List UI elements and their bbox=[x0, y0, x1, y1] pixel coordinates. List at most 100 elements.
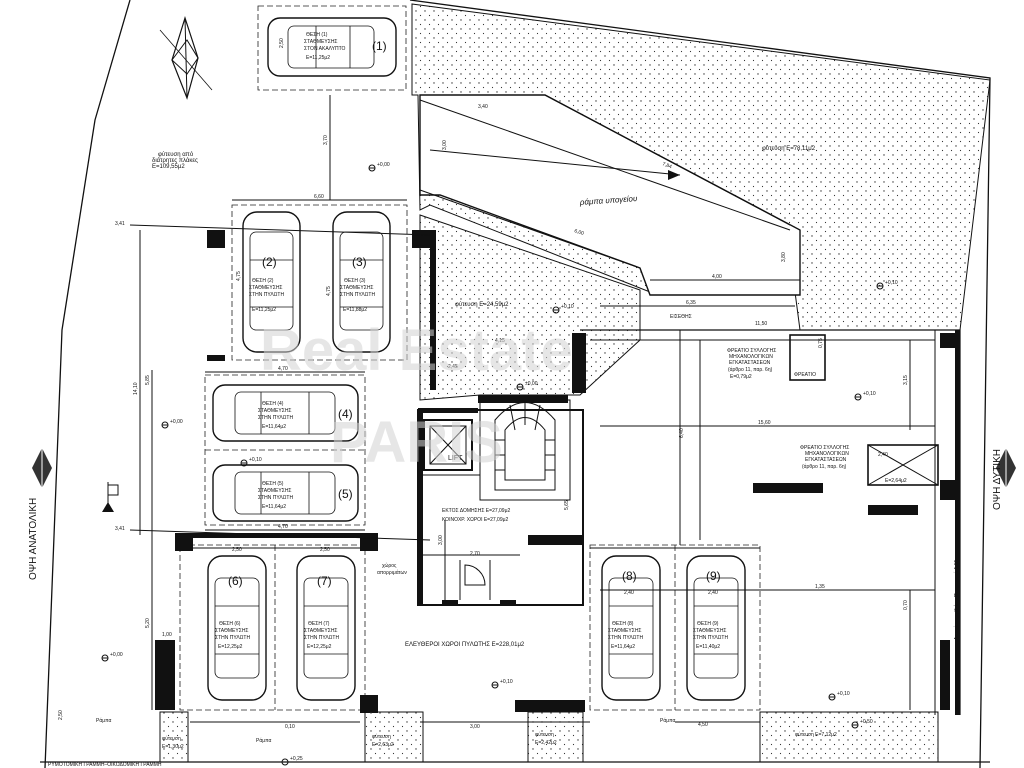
parking-block-6-7 bbox=[155, 533, 378, 713]
parking-spot-5: (5) ΘΕΣΗ (5) ΣΤΑΘΜΕΥΣΗΣ ΣΤΗΝ ΠΥΛΩΤΗ E=11… bbox=[212, 464, 359, 522]
svg-text:(άρθρο 11, παρ. 6η): (άρθρο 11, παρ. 6η) bbox=[802, 463, 847, 470]
dimension-values: 2,50 3,70 6,60 3,41 4,75 4,75 4,70 4,70 … bbox=[58, 38, 909, 730]
svg-text:ΘΕΣΗ (9): ΘΕΣΗ (9) bbox=[697, 621, 719, 627]
svg-text:ΦΡΕΑΤΙΟ ΣΥΛΛΟΓΗΣ: ΦΡΕΑΤΙΟ ΣΥΛΛΟΓΗΣ bbox=[727, 348, 776, 354]
svg-text:E=11,88μ2: E=11,88μ2 bbox=[343, 307, 367, 313]
svg-text:ΕΚΤΟΣ ΔΟΜΗΣΗΣ E=27,09μ2: ΕΚΤΟΣ ΔΟΜΗΣΗΣ E=27,09μ2 bbox=[442, 508, 510, 514]
svg-text:ΣΤΗΝ ΠΥΛΩΤΗ: ΣΤΗΝ ΠΥΛΩΤΗ bbox=[258, 415, 293, 421]
svg-text:E=11,40μ2: E=11,40μ2 bbox=[696, 644, 720, 650]
svg-text:1,35: 1,35 bbox=[815, 584, 825, 590]
svg-text:E=12,25μ2: E=12,25μ2 bbox=[218, 644, 243, 650]
elevation-east: ΟΨΗ ΑΝΑΤΟΛΙΚΗ bbox=[28, 448, 52, 580]
svg-text:ΣΤΗΝ ΠΥΛΩΤΗ: ΣΤΗΝ ΠΥΛΩΤΗ bbox=[304, 635, 339, 641]
parking-spot-4: (4) ΘΕΣΗ (4) ΣΤΑΘΜΕΥΣΗΣ ΣΤΗΝ ΠΥΛΩΤΗ E=11… bbox=[212, 384, 359, 442]
svg-text:φύτευση: φύτευση bbox=[372, 733, 391, 740]
svg-text:ΣΤΑΘΜΕΥΣΗΣ: ΣΤΑΘΜΕΥΣΗΣ bbox=[693, 628, 727, 634]
svg-text:E=11,25μ2: E=11,25μ2 bbox=[306, 55, 330, 61]
svg-text:ΚΟΙΝΟΧΡ. ΧΩΡΟΙ E=27,09μ2: ΚΟΙΝΟΧΡ. ΧΩΡΟΙ E=27,09μ2 bbox=[442, 517, 508, 523]
parking-spot-6: (6) ΘΕΣΗ (6) ΣΤΑΘΜΕΥΣΗΣ ΣΤΗΝ ΠΥΛΩΤΗ E=12… bbox=[207, 555, 267, 701]
svg-text:3,41: 3,41 bbox=[115, 221, 125, 227]
parking-spot-7: (7) ΘΕΣΗ (7) ΣΤΑΘΜΕΥΣΗΣ ΣΤΗΝ ΠΥΛΩΤΗ E=12… bbox=[296, 555, 356, 701]
svg-text:ΘΕΣΗ (6): ΘΕΣΗ (6) bbox=[219, 621, 241, 627]
section-marker-icon bbox=[102, 482, 119, 512]
svg-text:0,70: 0,70 bbox=[903, 600, 909, 610]
svg-text:ΜΗΧΑΝΟΛΟΓΙΚΩΝ: ΜΗΧΑΝΟΛΟΓΙΚΩΝ bbox=[729, 354, 773, 360]
ramp: ράμπα υπογείου bbox=[419, 94, 801, 296]
svg-text:3,70: 3,70 bbox=[323, 135, 329, 145]
north-arrow-icon bbox=[159, 16, 213, 100]
svg-text:6,00: 6,00 bbox=[573, 228, 584, 237]
free-area-label: ΕΛΕΥΘΕΡΟΙ ΧΩΡΟΙ ΠΥΛΩΤΗΣ E=228,01μ2 bbox=[405, 642, 525, 648]
svg-text:3,00: 3,00 bbox=[442, 140, 448, 150]
level-markers: +0,00 +0,00 +0,00 +0,10 +0,10 +0,10 +0,1… bbox=[101, 162, 898, 766]
svg-text:4,00: 4,00 bbox=[712, 274, 722, 280]
svg-text:4,50: 4,50 bbox=[698, 722, 708, 728]
svg-text:5,20: 5,20 bbox=[145, 618, 151, 628]
property-line-label: ΡΥΜΟΤΟΜΙΚΗ ΓΡΑΜΜΗ–ΟΙΚΟΔΟΜΙΚΗ ΓΡΑΜΜΗ bbox=[48, 762, 162, 768]
svg-text:(6): (6) bbox=[228, 574, 243, 588]
svg-text:(άρθρο 11, παρ. 6η): (άρθρο 11, παρ. 6η) bbox=[728, 366, 773, 373]
svg-text:ΦΡΕΑΤΙΟ ΣΥΛΛΟΓΗΣ: ΦΡΕΑΤΙΟ ΣΥΛΛΟΓΗΣ bbox=[800, 445, 849, 451]
svg-text:Real Estate: Real Estate bbox=[260, 318, 573, 383]
svg-text:ΣΤΑΘΜΕΥΣΗΣ: ΣΤΑΘΜΕΥΣΗΣ bbox=[258, 488, 292, 494]
mechanical-well-2: ΦΡΕΑΤΙΟ ΣΥΛΛΟΓΗΣ ΜΗΧΑΝΟΛΟΓΙΚΩΝ ΕΓΚΑΤΑΣΤΑ… bbox=[800, 444, 939, 486]
svg-text:ΣΤΗΝ ΠΥΛΩΤΗ: ΣΤΗΝ ΠΥΛΩΤΗ bbox=[258, 495, 293, 501]
svg-text:διάτρητες πλάκες: διάτρητες πλάκες bbox=[152, 157, 198, 164]
svg-text:E=11,25μ2: E=11,25μ2 bbox=[252, 307, 276, 313]
svg-text:φύτευση: φύτευση bbox=[535, 731, 554, 738]
svg-text:0,10: 0,10 bbox=[285, 724, 295, 730]
svg-text:ΣΤΗΝ ΠΥΛΩΤΗ: ΣΤΗΝ ΠΥΛΩΤΗ bbox=[693, 635, 728, 641]
building-outline bbox=[420, 329, 961, 715]
parking-block-4-5 bbox=[204, 374, 366, 526]
svg-text:E=109,55μ2: E=109,55μ2 bbox=[152, 164, 185, 170]
svg-text:ΣΤΗΝ ΠΥΛΩΤΗ: ΣΤΗΝ ΠΥΛΩΤΗ bbox=[340, 292, 375, 298]
svg-text:7,84: 7,84 bbox=[661, 161, 672, 170]
svg-text:+0,10: +0,10 bbox=[837, 691, 850, 697]
svg-text:5,65: 5,65 bbox=[564, 500, 570, 510]
svg-text:ΘΕΣΗ (4): ΘΕΣΗ (4) bbox=[262, 401, 284, 407]
svg-text:ΕΓΚΑΤΑΣΤΑΣΕΩΝ: ΕΓΚΑΤΑΣΤΑΣΕΩΝ bbox=[729, 360, 771, 366]
svg-text:ΘΕΣΗ (7): ΘΕΣΗ (7) bbox=[308, 621, 330, 627]
property-boundary bbox=[44, 0, 991, 768]
svg-text:φύτευση E=7,12μ2: φύτευση E=7,12μ2 bbox=[795, 731, 837, 738]
svg-text:3,40: 3,40 bbox=[478, 104, 488, 110]
svg-text:+0,00: +0,00 bbox=[377, 162, 390, 168]
svg-text:2,70: 2,70 bbox=[470, 551, 480, 557]
svg-text:(5): (5) bbox=[338, 487, 353, 501]
svg-text:ΣΤΟΝ ΑΚΑΛΥΠΤΟ: ΣΤΟΝ ΑΚΑΛΥΠΤΟ bbox=[304, 46, 346, 52]
dimension-lines bbox=[129, 95, 935, 723]
svg-text:3,41: 3,41 bbox=[115, 526, 125, 532]
svg-text:E=11,64μ2: E=11,64μ2 bbox=[262, 424, 286, 430]
svg-text:ΘΕΣΗ (8): ΘΕΣΗ (8) bbox=[612, 621, 634, 627]
svg-text:φύτευση από: φύτευση από bbox=[158, 151, 194, 158]
svg-text:(4): (4) bbox=[338, 407, 353, 421]
svg-text:4,70: 4,70 bbox=[278, 366, 288, 372]
svg-text:4,75: 4,75 bbox=[326, 286, 332, 296]
svg-text:±0,00: ±0,00 bbox=[525, 381, 538, 387]
parking-spot-3: (3) ΘΕΣΗ (3) ΣΤΑΘΜΕΥΣΗΣ ΣΤΗΝ ΠΥΛΩΤΗ E=11… bbox=[332, 211, 391, 353]
svg-text:15,60: 15,60 bbox=[758, 420, 771, 426]
svg-text:+0,10: +0,10 bbox=[561, 304, 574, 310]
right-vertical-note: Αποχέτευση Κτίριο Περιμετρικά 1,15 bbox=[953, 560, 960, 640]
svg-text:11,50: 11,50 bbox=[755, 321, 767, 327]
svg-text:ΣΤΗΝ ΠΥΛΩΤΗ: ΣΤΗΝ ΠΥΛΩΤΗ bbox=[249, 292, 284, 298]
bottom-planting: φύτευση E=1,30μ2 φύτευση E=2,63μ2 φύτευσ… bbox=[40, 700, 990, 763]
svg-text:6,35: 6,35 bbox=[686, 300, 696, 306]
svg-text:+0,00: +0,00 bbox=[170, 419, 183, 425]
svg-text:ΟΨΗ ΔΥΤΙΚΗ: ΟΨΗ ΔΥΤΙΚΗ bbox=[992, 449, 1003, 510]
svg-text:3,15: 3,15 bbox=[903, 375, 909, 385]
svg-text:E=1,30μ2: E=1,30μ2 bbox=[162, 744, 184, 750]
svg-text:+0,10: +0,10 bbox=[500, 679, 513, 685]
svg-text:(9): (9) bbox=[706, 569, 721, 583]
svg-text:6,60: 6,60 bbox=[314, 194, 324, 200]
svg-text:ΣΤΑΘΜΕΥΣΗΣ: ΣΤΑΘΜΕΥΣΗΣ bbox=[608, 628, 642, 634]
svg-text:Ράμπα: Ράμπα bbox=[256, 737, 271, 744]
svg-text:(7): (7) bbox=[317, 574, 332, 588]
svg-text:E=0,79μ2: E=0,79μ2 bbox=[730, 374, 752, 380]
svg-text:2,40: 2,40 bbox=[878, 452, 888, 458]
waste-room: χώρος απορριμάτων bbox=[377, 562, 407, 576]
watermark: Real Estate PARIS bbox=[260, 318, 573, 475]
entrance bbox=[442, 560, 516, 605]
lift: LIFT bbox=[423, 419, 473, 471]
parking-number: (1) bbox=[372, 39, 387, 53]
